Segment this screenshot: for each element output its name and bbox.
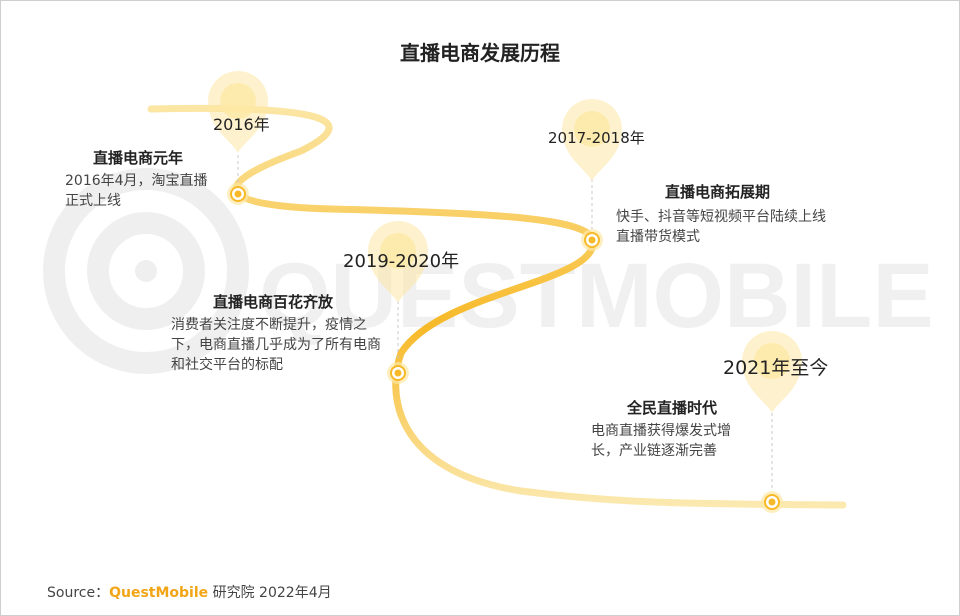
- pin-marker-2021: [742, 331, 802, 413]
- milestone-title-2019: 直播电商百花齐放: [213, 293, 334, 311]
- watermark-logo: [43, 168, 249, 374]
- source-label: Source：: [47, 585, 110, 601]
- diagram-title: 直播电商发展历程: [400, 41, 560, 65]
- timeline-node-2019: [387, 362, 409, 384]
- pin-marker-2019: [368, 221, 428, 303]
- milestone-desc-2021: 电商直播获得爆发式增长，产业链逐渐完善: [591, 423, 731, 459]
- milestone-year-2017: 2017-2018年: [548, 129, 645, 147]
- pin-marker-2017: [562, 99, 622, 181]
- milestone-desc-2019: 消费者关注度不断提升，疫情之下，电商直播几乎成为了所有电商和社交平台的标配: [171, 317, 381, 373]
- milestone-year-2016: 2016年: [213, 115, 270, 134]
- source-detail: 研究院 2022年4月: [212, 585, 332, 601]
- timeline-node-2017: [581, 229, 603, 251]
- milestone-desc-2017: 快手、抖音等短视频平台陆续上线直播带货模式: [616, 209, 826, 245]
- source-brand: QuestMobile: [109, 585, 209, 601]
- milestone-year-2021: 2021年至今: [723, 357, 829, 379]
- timeline-node-2016: [227, 183, 249, 205]
- milestone-title-2016: 直播电商元年: [93, 149, 184, 167]
- source-note: Source：QuestMobile 研究院 2022年4月: [47, 582, 332, 602]
- timeline-node-2021: [761, 491, 783, 513]
- pin-marker-2016: [208, 71, 268, 153]
- milestone-title-2021: 全民直播时代: [627, 399, 718, 417]
- milestone-year-2019: 2019-2020年: [343, 251, 460, 272]
- milestone-desc-2016: 2016年4月，淘宝直播正式上线: [65, 173, 208, 209]
- milestone-title-2017: 直播电商拓展期: [665, 183, 771, 201]
